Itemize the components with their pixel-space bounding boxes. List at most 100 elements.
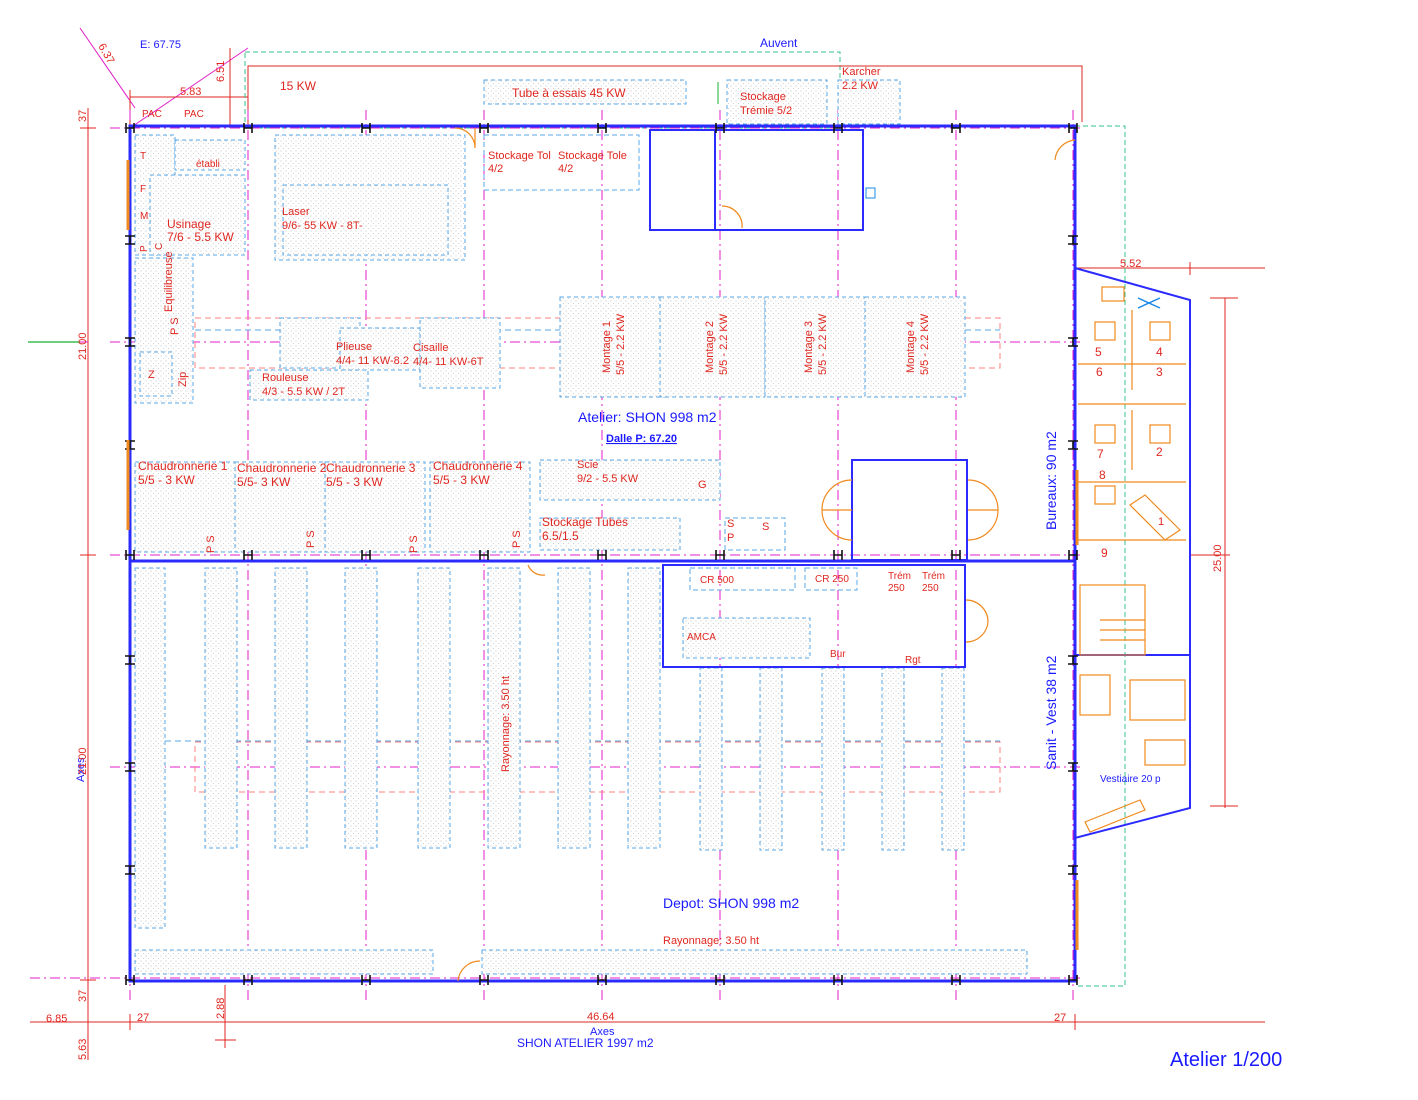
laser-power: 9/6- 55 KW - 8T- [282,220,363,232]
pac-label-2: PAC [184,109,204,120]
montage-4-label: Montage 4 [905,321,917,373]
column-marker [951,550,961,560]
column-marker [1068,235,1078,245]
column-marker [597,550,607,560]
stockage-tremie-label: Stockage [740,91,786,103]
bureaux-area-label: Bureaux: 90 m2 [1043,431,1059,530]
ps-label-2: P S [305,530,317,548]
montage-2-label: Montage 2 [704,321,716,373]
column-marker [125,762,135,772]
column-marker [125,655,135,665]
structural-columns [125,123,1078,985]
dim-6-37: 6.37 [95,42,116,67]
rayonnage-vertical-label: Rayonnage: 3.50 ht [500,676,512,772]
dim-37-bottom: 37 [77,990,89,1002]
dim-5-83: 5.83 [180,86,201,98]
column-marker [243,975,253,985]
column-marker [125,235,135,245]
scie-label: Scie [577,459,598,471]
chaudronnerie-2-power: 5/5- 3 KW [237,475,291,489]
column-marker [361,123,371,133]
zone-labels: Atelier: SHON 998 m2 Dalle P: 67.20 Depo… [75,409,1282,1071]
dim-6-85: 6.85 [46,1013,67,1025]
amca-label: AMCA [687,632,716,643]
column-marker [1068,975,1078,985]
elevation-label: E: 67.75 [140,39,181,51]
montage-4-power: 5/5 - 2.2 KW [919,313,931,375]
axes-bottom-label: Axes [590,1026,615,1038]
column-marker [833,975,843,985]
column-marker [833,550,843,560]
dalle-level-label: Dalle P: 67.20 [606,433,677,445]
rouleuse-power: 4/3 - 5.5 KW / 2T [262,386,345,398]
annotations: E: 67.75 Auvent 15 KW Tube à essais 45 K… [138,36,1164,947]
dim-46-64: 46.64 [587,1011,615,1023]
atelier-area-label: Atelier: SHON 998 m2 [578,409,717,425]
column-marker [1068,762,1078,772]
scie-power: 9/2 - 5.5 KW [577,473,639,485]
chaudronnerie-1-power: 5/5 - 3 KW [138,473,195,487]
dim-21-bottom: 21.00 [77,747,89,775]
shon-total-label: SHON ATELIER 1997 m2 [517,1036,654,1050]
dim-5-63: 5.63 [77,1039,89,1060]
dim-37-top: 37 [77,110,89,122]
pac-label-1: PAC [142,109,162,120]
g-label: G [698,479,707,491]
karcher-power: 2.2 KW [842,80,879,92]
column-marker [125,975,135,985]
column-marker [1068,655,1078,665]
column-marker [833,123,843,133]
dimension-lines [28,27,1265,1060]
column-marker [479,975,489,985]
chaudronnerie-3-label: Chaudronnerie 3 [326,461,416,475]
plan-title: Atelier 1/200 [1170,1049,1282,1071]
column-marker [951,123,961,133]
p-label: P [139,245,150,252]
cisaille-power: 4/4- 11 KW-6T [413,356,484,368]
building-walls [128,124,1191,983]
trem-label-2: Trém [922,571,945,582]
stockage-tol-sub: 4/2 [488,163,503,175]
chaudronnerie-4-power: 5/5 - 3 KW [433,473,490,487]
s-label-2: S [762,521,769,533]
dim-27-right: 27 [1054,1012,1066,1024]
column-marker [1068,123,1078,133]
chaudronnerie-3-power: 5/5 - 3 KW [326,475,383,489]
column-marker [715,123,725,133]
montage-1-power: 5/5 - 2.2 KW [615,313,627,375]
montage-2-power: 5/5 - 2.2 KW [718,313,730,375]
column-marker [1068,440,1078,450]
rayonnage-horizontal-label: Rayonnage: 3.50 ht [663,935,759,947]
cisaille-label: Cisaille [413,342,448,354]
office-5-label: 5 [1095,345,1102,359]
column-marker [1068,337,1078,347]
trem-value-1: 250 [888,583,905,594]
rgt-label: Rgt [905,655,921,666]
power-15kw-label: 15 KW [280,79,317,93]
column-marker [125,865,135,875]
chaudronnerie-4-label: Chaudronnerie 4 [433,459,523,473]
axes-left-label: Axes [75,757,87,782]
bur-label: Bur [830,649,846,660]
dim-5-52: 5.52 [1120,258,1141,270]
z-label: Z [148,369,155,381]
zip-label: Zip [177,372,189,387]
sanit-area-label: Sanit - Vest 38 m2 [1043,655,1059,770]
office-9-label: 9 [1101,546,1108,560]
column-marker [479,550,489,560]
column-marker [715,550,725,560]
plieuse-label: Plieuse [336,341,372,353]
doors-and-windows [126,127,1186,982]
stockage-tremie-sub: Trémie 5/2 [740,105,792,117]
stockage-tubes-label: Stockage Tubes [542,515,628,529]
ps-label-4: P S [511,530,523,548]
equilibreuse-label: Equilibreuse [163,251,175,312]
stockage-tole-sub: 4/2 [558,163,573,175]
m-label: M [140,211,148,222]
dim-25-00: 25.00 [1212,544,1224,572]
office-6-label: 6 [1096,365,1103,379]
trem-value-2: 250 [922,583,939,594]
ps-left-label: P S [169,317,181,335]
chaudronnerie-1-label: Chaudronnerie 1 [138,459,228,473]
dim-6-51: 6.51 [215,61,227,82]
